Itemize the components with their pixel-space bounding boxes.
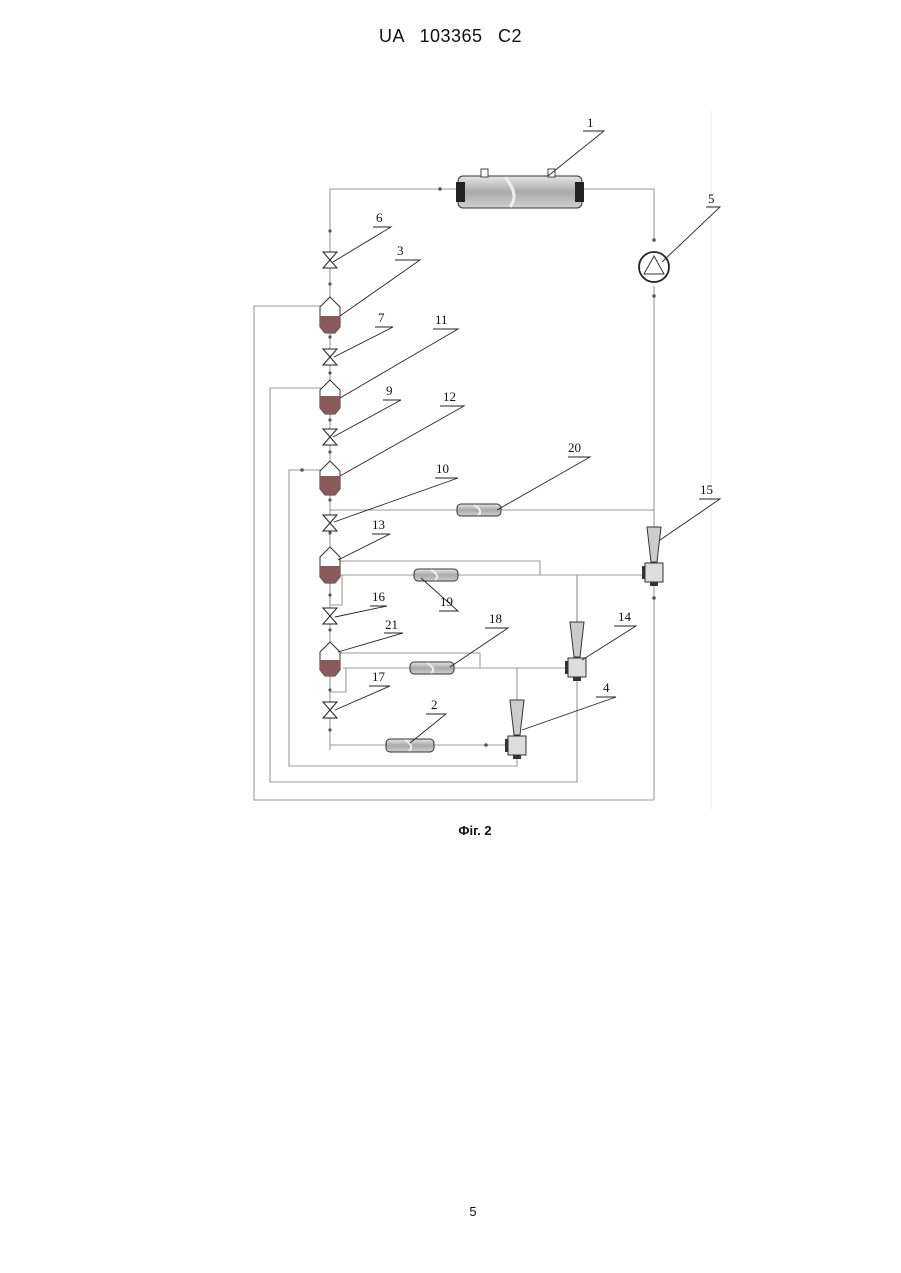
valve-10 (323, 515, 337, 531)
page-number: 5 (0, 1204, 901, 1219)
vessel-3 (320, 297, 340, 333)
exchanger-19 (414, 569, 458, 581)
label-20: 20 (568, 440, 581, 455)
separator-15 (642, 527, 663, 586)
label-6: 6 (376, 210, 383, 225)
valve-17 (323, 702, 337, 718)
label-9: 9 (386, 383, 393, 398)
vessel-13 (320, 547, 340, 583)
label-14: 14 (618, 609, 632, 624)
label-13: 13 (372, 517, 385, 532)
label-3: 3 (397, 243, 404, 258)
vessel-12 (320, 461, 340, 495)
separator-14 (565, 622, 586, 681)
label-11: 11 (435, 312, 448, 327)
pump-5 (639, 252, 669, 282)
leader-lines (333, 131, 720, 743)
label-16: 16 (372, 589, 386, 604)
label-17: 17 (372, 669, 386, 684)
label-2: 2 (431, 697, 438, 712)
label-4: 4 (603, 680, 610, 695)
valve-16 (323, 608, 337, 624)
label-18: 18 (489, 611, 502, 626)
reactor-1 (456, 169, 584, 208)
label-10: 10 (436, 461, 449, 476)
label-5: 5 (708, 191, 715, 206)
vessel-21 (320, 642, 340, 676)
valve-9 (323, 429, 337, 445)
label-1: 1 (587, 115, 594, 130)
label-19: 19 (440, 594, 453, 609)
label-21: 21 (385, 617, 398, 632)
exchanger-2 (386, 739, 434, 752)
heat-exchangers (386, 504, 501, 752)
figure-caption: Фіг. 2 (0, 823, 901, 838)
label-15: 15 (700, 482, 713, 497)
label-7: 7 (378, 310, 385, 325)
exchanger-20 (457, 504, 501, 516)
pipelines (254, 189, 654, 800)
vessel-11 (320, 380, 340, 414)
label-12: 12 (443, 389, 456, 404)
separators (505, 527, 663, 759)
exchanger-18 (410, 662, 454, 674)
valve-6 (323, 252, 337, 268)
junction-markers (300, 187, 656, 747)
